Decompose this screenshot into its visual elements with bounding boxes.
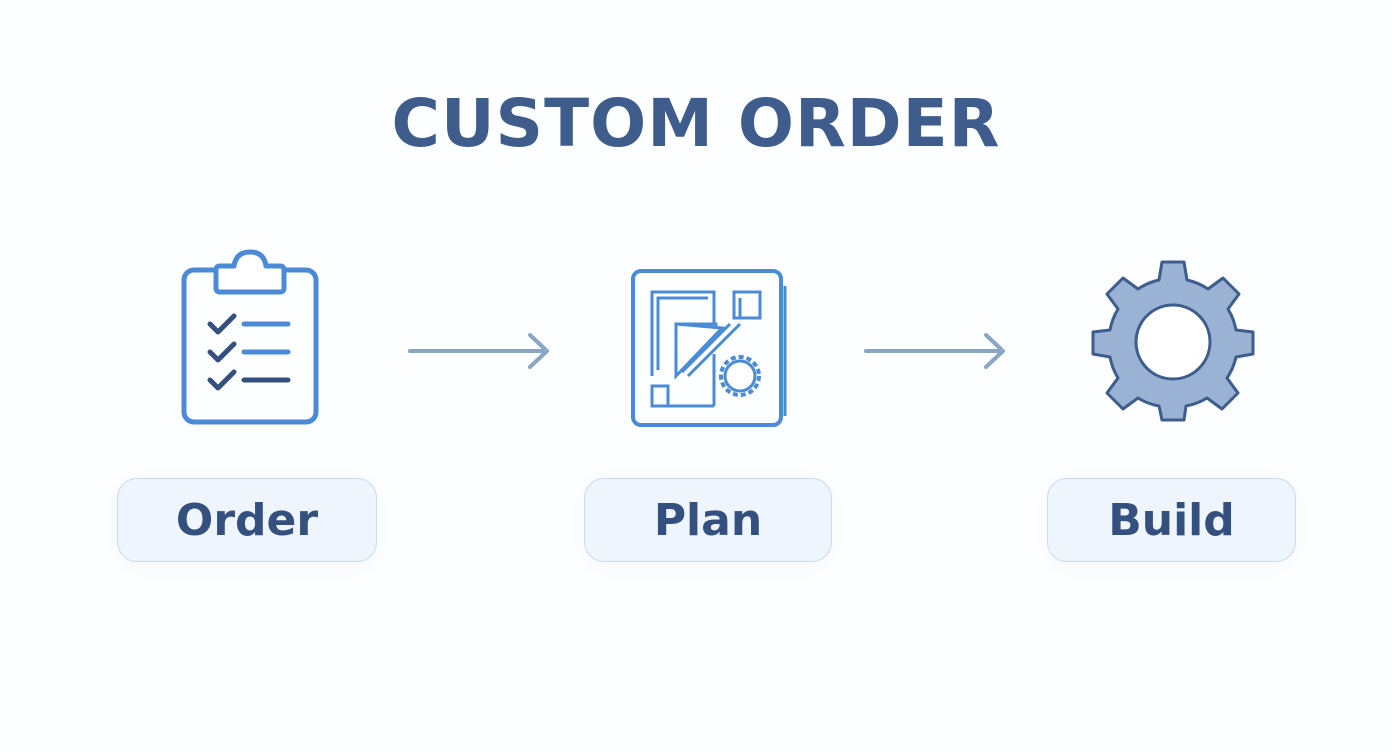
- gear-icon: [1090, 258, 1256, 422]
- step-label-order: Order: [117, 478, 377, 562]
- step-label-text: Order: [175, 494, 319, 546]
- blueprint-plan-icon: [628, 266, 790, 430]
- arrow-right-icon: [408, 332, 552, 375]
- clipboard-checklist-icon: [178, 248, 323, 428]
- arrow-right-icon: [864, 332, 1008, 375]
- step-label-text: Plan: [653, 494, 763, 546]
- step-label-plan: Plan: [584, 478, 832, 562]
- step-label-text: Build: [1108, 494, 1235, 546]
- page-title: CUSTOM ORDER: [391, 85, 1001, 162]
- step-label-build: Build: [1047, 478, 1296, 562]
